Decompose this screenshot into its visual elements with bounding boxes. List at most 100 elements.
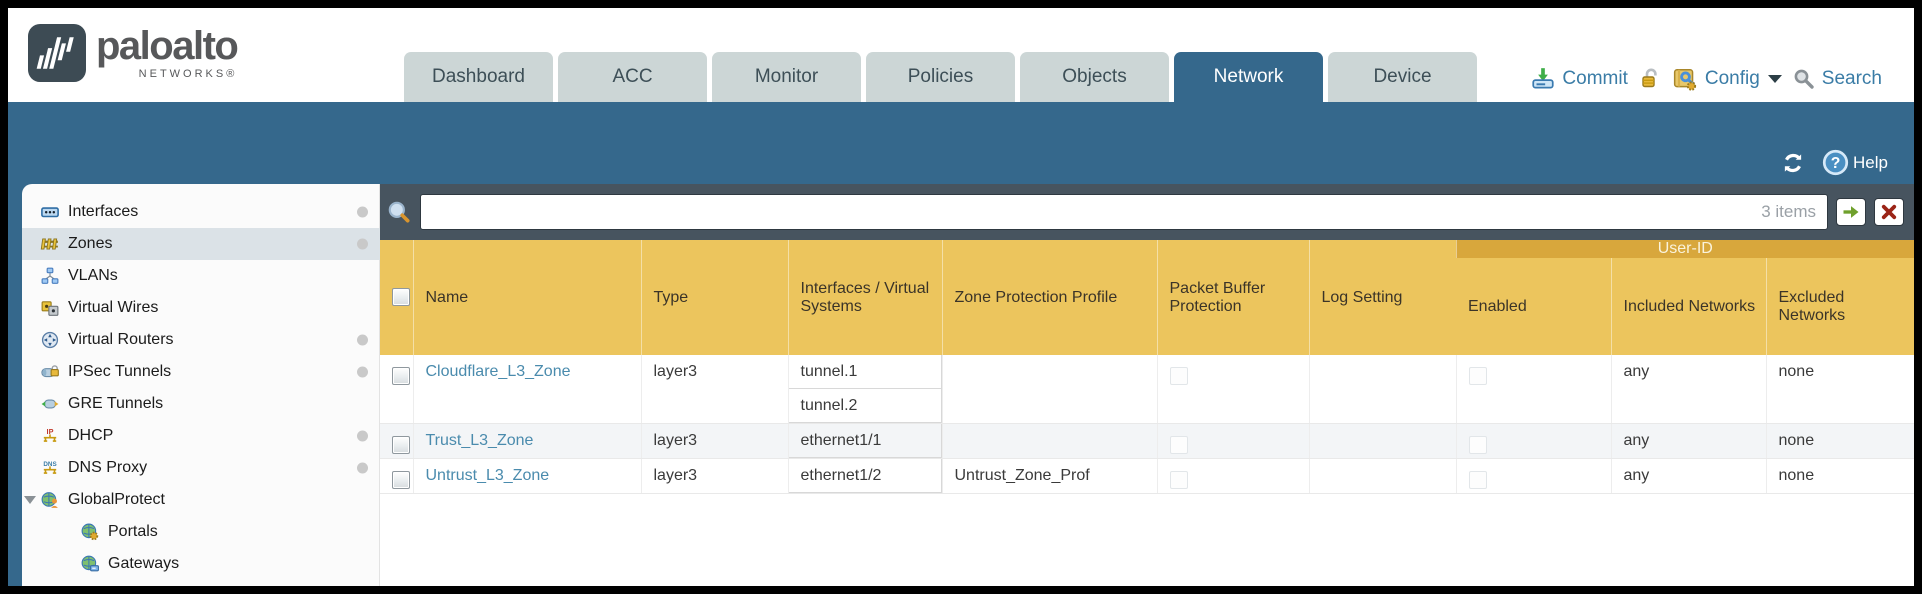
col-header-log-setting[interactable]: Log Setting [1308,240,1456,355]
log-setting-cell [1308,423,1456,459]
col-header-type[interactable]: Type [640,240,788,355]
item-status-dot [357,430,368,442]
zone-interfaces-cell: tunnel.1 tunnel.2 [787,355,942,424]
config-menu[interactable]: Config [1672,66,1782,92]
col-header-zone-protection-profile[interactable]: Zone Protection Profile [941,240,1157,355]
virtual-routers-icon [41,331,59,349]
brand-name: paloalto [96,24,239,68]
commit-button[interactable]: Commit [1530,66,1628,92]
config-label: Config [1704,68,1760,89]
sidebar-item-label: GRE Tunnels [68,395,164,412]
zones-content-area: 3 items [380,184,1914,586]
item-status-dot [357,366,368,378]
config-caret-icon [1767,75,1782,83]
table-row-trust-zone: Trust_L3_Zone layer3 ethernet1/1 any non… [380,423,1914,459]
sidebar-item-ipsec-tunnels[interactable]: IPSec Tunnels [22,356,380,388]
sidebar-item-zones[interactable]: Zones [22,228,380,260]
row-checkbox[interactable] [392,470,410,489]
globalprotect-icon [41,492,58,508]
select-all-header [380,240,413,355]
excluded-networks-cell: none [1765,458,1914,494]
zones-table: Name Type Interfaces / Virtual Systems Z… [380,240,1914,494]
interfaces-icon [41,207,59,218]
sidebar-item-label: IPSec Tunnels [68,363,172,380]
row-checkbox[interactable] [392,366,410,385]
sidebar-item-gre-tunnels[interactable]: GRE Tunnels [22,388,380,420]
col-header-packet-buffer-protection[interactable]: Packet Buffer Protection [1156,240,1309,355]
included-networks-cell: any [1610,423,1766,459]
sidebar-item-label: DHCP [68,427,114,444]
apply-filter-button[interactable] [1836,198,1866,226]
refresh-icon[interactable] [1780,150,1806,176]
search-action[interactable]: Search [1792,67,1882,91]
sidebar-item-globalprotect[interactable]: GlobalProtect [22,484,380,516]
zone-name-link[interactable]: Trust_L3_Zone [425,432,534,449]
tab-monitor[interactable]: Monitor [712,52,861,102]
packet-buffer-checkbox[interactable] [1169,470,1188,489]
expand-collapse-icon[interactable] [24,496,36,504]
interface-entry[interactable]: ethernet1/1 [788,424,942,458]
help-icon: ? [1822,149,1849,176]
user-id-enabled-checkbox[interactable] [1468,435,1487,454]
virtual-wires-icon [41,301,59,316]
col-header-interfaces[interactable]: Interfaces / Virtual Systems [787,240,942,355]
user-id-enabled-checkbox[interactable] [1468,366,1487,385]
tab-policies[interactable]: Policies [866,52,1015,102]
select-all-checkbox[interactable] [392,288,410,307]
sidebar-item-label: Virtual Routers [68,331,174,348]
sidebar-item-dns-proxy[interactable]: DNS DNS Proxy [22,452,380,484]
table-empty-space [380,494,1914,586]
filter-toolbar: 3 items [380,184,1914,240]
row-checkbox[interactable] [392,435,410,454]
tab-acc[interactable]: ACC [558,52,707,102]
sidebar-item-virtual-routers[interactable]: Virtual Routers [22,324,380,356]
user-id-enabled-checkbox[interactable] [1468,470,1487,489]
sidebar-item-interfaces[interactable]: Interfaces [22,196,380,228]
sidebar-item-vlans[interactable]: VLANs [22,260,380,292]
commit-label: Commit [1562,68,1628,89]
tab-device[interactable]: Device [1328,52,1477,102]
clear-filter-button[interactable] [1874,198,1904,226]
help-label: Help [1853,152,1888,172]
svg-text:IP: IP [47,427,54,436]
ipsec-tunnels-icon [41,365,59,378]
filter-input[interactable] [420,194,1828,230]
included-networks-cell: any [1610,355,1766,424]
zone-name-link[interactable]: Cloudflare_L3_Zone [425,363,571,380]
sidebar-item-gateways[interactable]: Gateways [22,548,380,580]
sidebar-item-label: Zones [68,235,113,252]
gre-tunnels-icon [41,399,59,409]
zone-interfaces-cell: ethernet1/1 [787,423,942,459]
sidebar-item-dhcp[interactable]: IP DHCP [22,420,380,452]
lock-icon[interactable] [1638,66,1662,92]
zone-name-link[interactable]: Untrust_L3_Zone [425,467,550,484]
main-nav-tabs: Dashboard ACC Monitor Policies Objects N… [404,52,1482,102]
paloalto-logo: paloalto NETWORKS® [28,24,239,82]
tab-network[interactable]: Network [1174,52,1323,102]
packet-buffer-checkbox[interactable] [1169,435,1188,454]
packet-buffer-checkbox[interactable] [1169,366,1188,385]
col-header-name[interactable]: Name [412,240,641,355]
tab-dashboard[interactable]: Dashboard [404,52,553,102]
item-status-dot [357,334,368,346]
col-header-enabled[interactable]: Enabled [1456,258,1611,355]
tab-objects[interactable]: Objects [1020,52,1169,102]
zone-protection-cell: Untrust_Zone_Prof [941,458,1157,494]
col-header-excluded-networks[interactable]: Excluded Networks [1765,258,1914,355]
included-networks-cell: any [1610,458,1766,494]
help-button[interactable]: ? Help [1822,149,1888,176]
interface-entry[interactable]: ethernet1/2 [788,459,942,493]
gateways-icon [81,555,99,572]
interface-entry[interactable]: tunnel.1 [788,355,942,389]
col-header-included-networks[interactable]: Included Networks [1610,258,1766,355]
item-status-dot [357,238,368,250]
zone-type-cell: layer3 [640,458,788,494]
sidebar-item-portals[interactable]: Portals [22,516,380,548]
teal-banner: ? Help [8,102,1914,184]
paloalto-logo-icon [28,24,86,82]
zone-protection-cell [941,355,1157,424]
sidebar-item-label: Portals [108,523,158,540]
interface-entry[interactable]: tunnel.2 [788,389,942,423]
sidebar-item-virtual-wires[interactable]: Virtual Wires [22,292,380,324]
green-arrow-icon [1843,206,1859,218]
